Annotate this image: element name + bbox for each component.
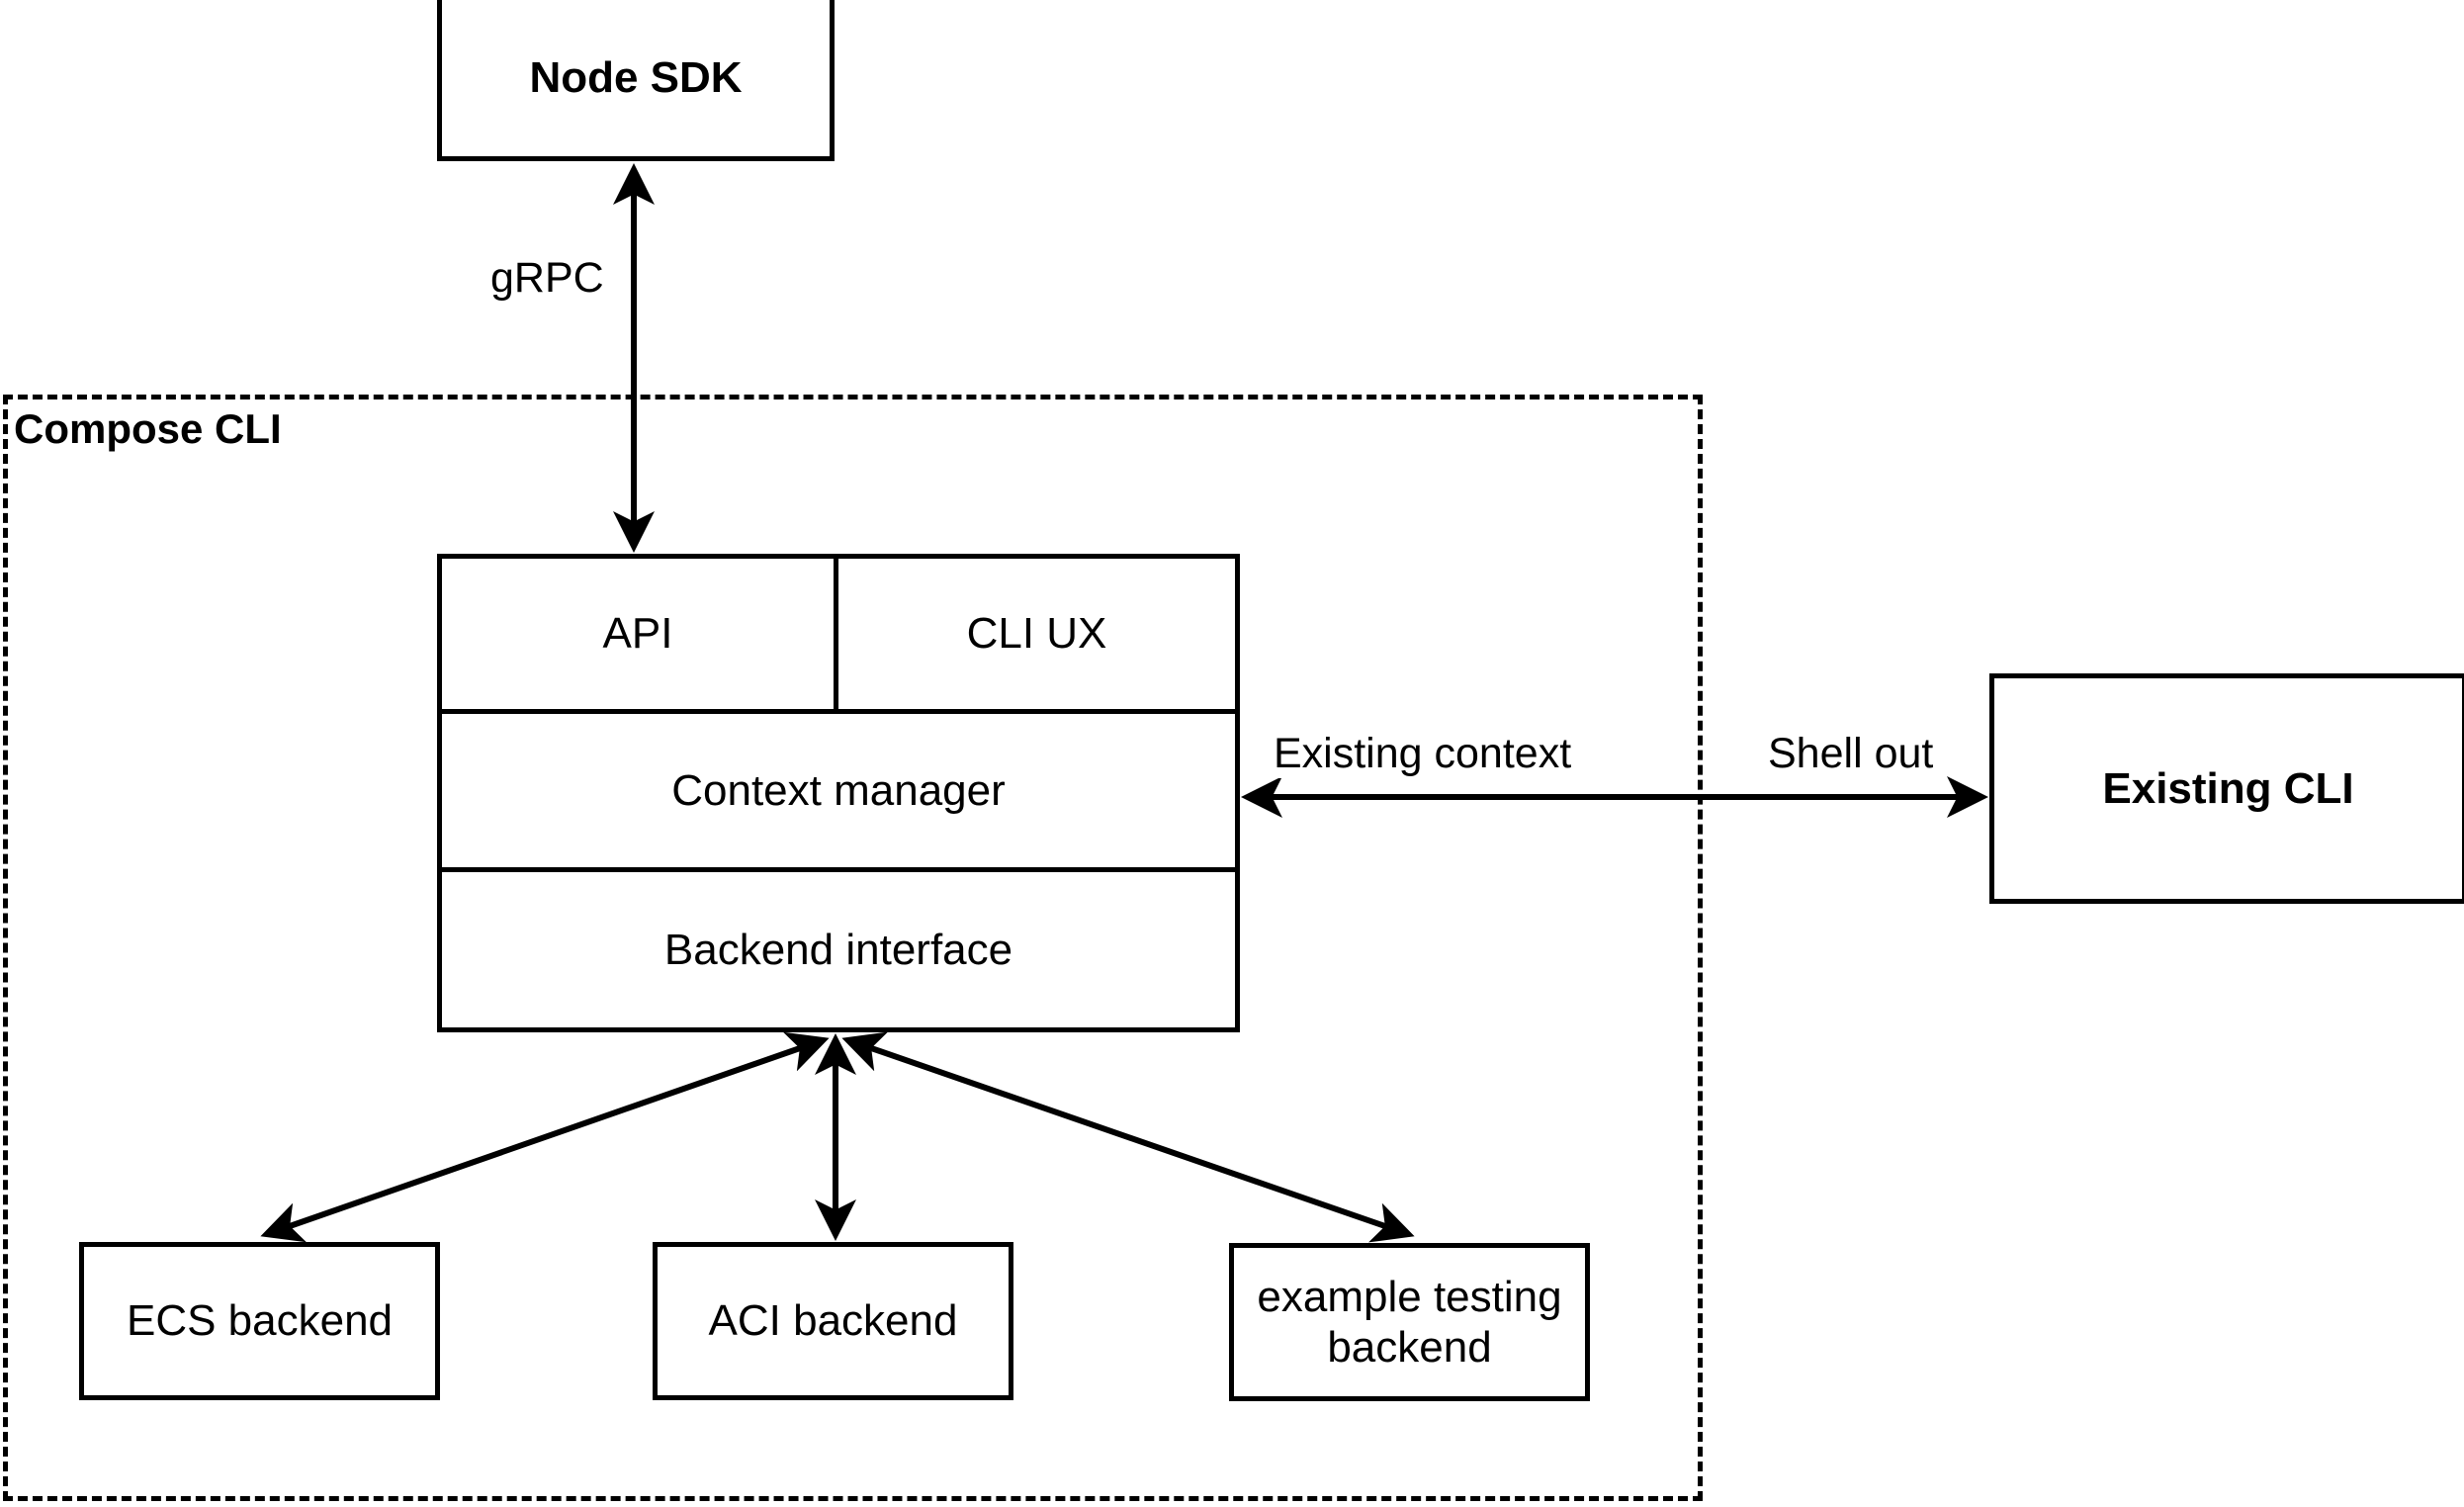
api-label: API: [602, 609, 673, 659]
cli-ux-cell[interactable]: CLI UX: [838, 559, 1235, 709]
ecs-backend-label: ECS backend: [126, 1296, 394, 1346]
edge-label-grpc: gRPC: [484, 254, 610, 303]
compose-cli-group-boundary: [3, 395, 1703, 1501]
compose-cli-stack: API CLI UX Context manager Backend inter…: [437, 554, 1240, 1032]
cli-ux-label: CLI UX: [966, 609, 1107, 659]
example-testing-backend-box[interactable]: example testing backend: [1229, 1243, 1590, 1401]
backend-interface-label: Backend interface: [663, 925, 1013, 974]
api-cell[interactable]: API: [442, 559, 838, 709]
ecs-backend-box[interactable]: ECS backend: [79, 1242, 440, 1400]
existing-cli-box[interactable]: Existing CLI: [1989, 673, 2464, 904]
example-testing-backend-label: example testing backend: [1257, 1272, 1562, 1372]
backend-interface-cell[interactable]: Backend interface: [442, 872, 1235, 1027]
context-manager-label: Context manager: [671, 765, 1006, 815]
edge-label-shell-out: Shell out: [1762, 730, 1940, 778]
existing-cli-label: Existing CLI: [2102, 763, 2354, 813]
aci-backend-box[interactable]: ACI backend: [653, 1242, 1013, 1400]
node-sdk-box[interactable]: Node SDK: [437, 0, 835, 161]
edge-label-existing-context: Existing context: [1268, 730, 1578, 778]
api-cliux-row: API CLI UX: [442, 559, 1235, 714]
aci-backend-label: ACI backend: [708, 1296, 958, 1346]
compose-cli-group-label: Compose CLI: [14, 405, 282, 452]
context-manager-cell[interactable]: Context manager: [442, 714, 1235, 872]
node-sdk-label: Node SDK: [529, 53, 743, 103]
